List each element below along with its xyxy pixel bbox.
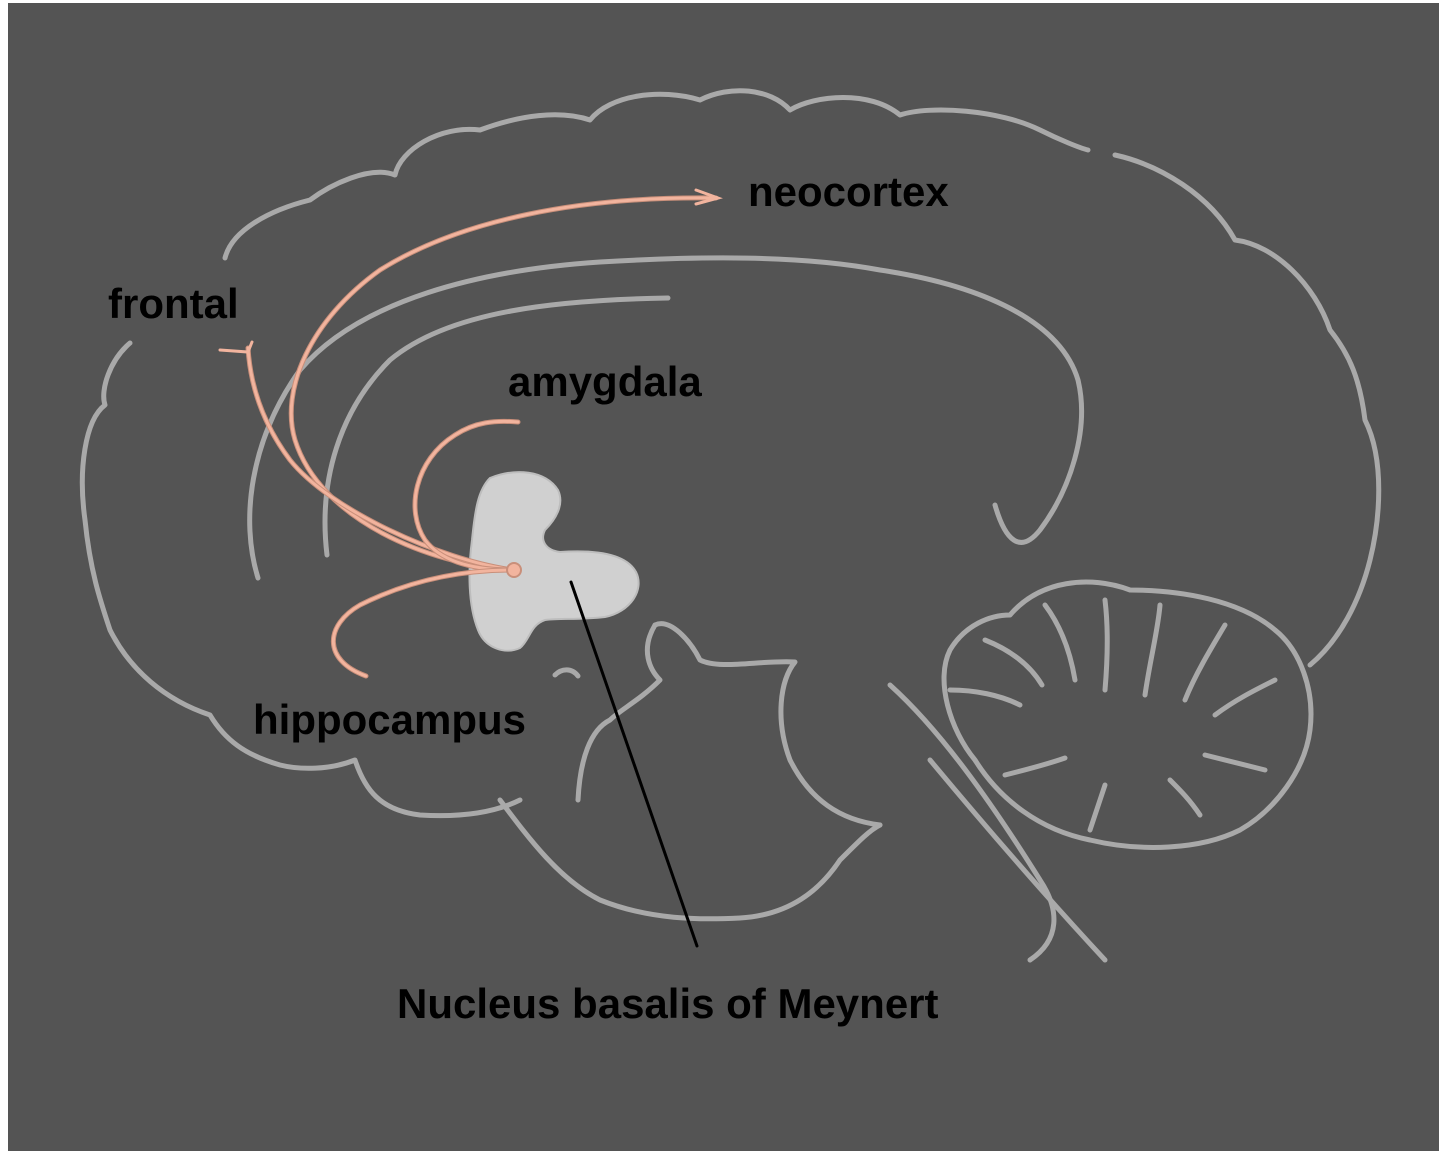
diagram-panel	[8, 3, 1439, 1151]
label-amygdala: amygdala	[508, 358, 702, 405]
cerebellum-folium-3	[1105, 600, 1107, 690]
label-nucleus-basalis: Nucleus basalis of Meynert	[397, 980, 939, 1027]
label-neocortex: neocortex	[748, 168, 949, 215]
label-hippocampus: hippocampus	[253, 696, 526, 743]
label-frontal: frontal	[108, 280, 239, 327]
neuron-cell-body	[507, 563, 521, 577]
